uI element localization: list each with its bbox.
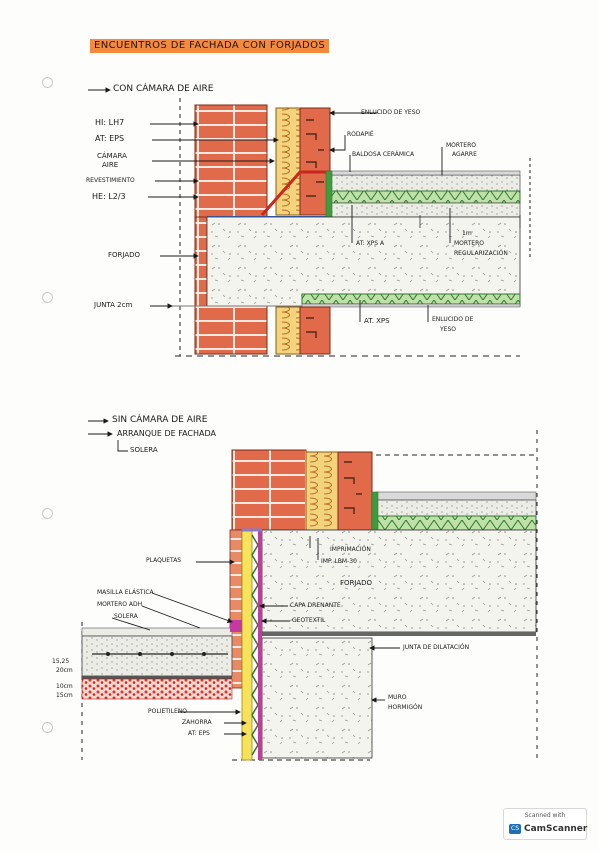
ground-slab bbox=[81, 635, 233, 677]
binder-hole-3 bbox=[42, 508, 53, 519]
ceramic-tile bbox=[329, 170, 521, 176]
label-dim-1: 15,25 bbox=[52, 658, 70, 665]
floor-slab bbox=[206, 216, 521, 307]
label-at-xps-bottom: AT. XPS bbox=[364, 317, 390, 325]
polyethylene-sheet bbox=[82, 676, 232, 679]
badge-app-name: CamScanner bbox=[524, 824, 588, 834]
label-enlucido-top: ENLUCIDO DE YESO bbox=[361, 109, 421, 116]
label-hi: HI: LH7 bbox=[95, 118, 125, 127]
label-plaquetas: PLAQUETAS bbox=[146, 557, 182, 564]
label-dim-3: 10cm bbox=[56, 683, 73, 690]
label-imprimacion: IMPRIMACIÓN bbox=[330, 546, 371, 553]
label-masilla: MASILLA ELÁSTICA bbox=[97, 589, 154, 596]
label-he: HE: L2/3 bbox=[92, 192, 126, 201]
label-at-eps: AT: EPS bbox=[95, 134, 125, 143]
badge-scanned-text: Scanned with bbox=[524, 812, 566, 819]
label-forjado-2: FORJADO bbox=[340, 579, 373, 587]
label-camara-2: AIRE bbox=[102, 161, 119, 169]
label-geotextil: GEOTEXTIL bbox=[292, 617, 326, 624]
section-2-heading: SIN CÁMARA DE AIRE bbox=[112, 415, 208, 425]
label-capa-drenante: CAPA DRENANTE bbox=[290, 602, 341, 609]
camscanner-logo-icon: CS bbox=[509, 824, 521, 834]
label-dim-4: 15cm bbox=[56, 692, 73, 699]
drainage-layer bbox=[251, 534, 259, 756]
label-muro-1: MURO bbox=[388, 694, 407, 701]
gravel-base bbox=[81, 678, 233, 700]
label-mortero-adh: MORTERO ADH bbox=[97, 601, 143, 608]
mortar-bed bbox=[329, 174, 521, 192]
eps-insulation-upper-2 bbox=[305, 451, 339, 531]
binder-hole-1 bbox=[42, 77, 53, 88]
concrete-wall bbox=[261, 637, 373, 759]
eps-insulation-lower bbox=[275, 306, 301, 355]
xps-ceiling-insulation bbox=[301, 293, 521, 305]
section-2-drawing bbox=[81, 430, 538, 761]
xps-floor-insulation bbox=[329, 190, 521, 204]
label-solera: SOLERA bbox=[114, 613, 138, 620]
section-2-sub2: SOLERA bbox=[130, 446, 158, 454]
label-forjado: FORJADO bbox=[108, 251, 141, 259]
slab-edge-brick bbox=[194, 216, 208, 307]
waterproof-flashing bbox=[260, 170, 330, 216]
label-rodapie: RODAPIÉ bbox=[347, 131, 374, 138]
leveling-mortar bbox=[329, 202, 521, 218]
section-2-sub1: ARRANQUE DE FACHADA bbox=[117, 429, 216, 438]
label-imp-lbm: IMP. LBM-30 bbox=[321, 558, 357, 565]
page-title: ENCUENTROS DE FACHADA CON FORJADOS bbox=[90, 39, 330, 53]
eps-vertical bbox=[241, 529, 253, 761]
label-polietileno: POLIETILENO bbox=[148, 708, 188, 715]
binder-hole-2 bbox=[42, 292, 53, 303]
label-camara-1: CÁMARA bbox=[97, 152, 127, 160]
label-muro-2: HORMIGÓN bbox=[388, 704, 423, 711]
label-mortero-reg-2: REGULARIZACIÓN bbox=[454, 250, 508, 257]
label-enlucido-bottom-2: YESO bbox=[440, 326, 456, 333]
adhesive-mortar bbox=[81, 627, 233, 637]
section-1-leaders bbox=[88, 87, 451, 322]
label-at-eps-2: AT: EPS bbox=[188, 730, 210, 737]
label-junta-dilatacion: JUNTA DE DILATACIÓN bbox=[403, 644, 470, 651]
label-revestimiento: REVESTIMIENTO bbox=[86, 177, 135, 184]
floor-slab-2 bbox=[261, 529, 537, 633]
section-1-heading: CON CÁMARA DE AIRE bbox=[113, 84, 214, 94]
label-zahorra: ZAHORRA bbox=[182, 719, 212, 726]
inner-brick-lower bbox=[299, 306, 331, 355]
elastic-sealant bbox=[230, 620, 242, 632]
outer-brick-upper-2 bbox=[231, 449, 307, 531]
inner-brick-upper-2 bbox=[337, 451, 373, 531]
label-dim-2: 20cm bbox=[56, 667, 73, 674]
eps-insulation-upper bbox=[275, 107, 301, 216]
bitumen-membrane bbox=[258, 530, 262, 760]
label-enlucido-bottom-1: ENLUCIDO DE bbox=[432, 316, 474, 323]
label-dim-1m: 1m bbox=[462, 230, 472, 237]
camscanner-badge: Scanned with CS CamScanner bbox=[503, 808, 587, 840]
label-mortero-reg-1: MORTERO bbox=[454, 240, 484, 247]
outer-brick-lower bbox=[194, 305, 268, 355]
label-mortero-agarre-1: MORTERO bbox=[446, 142, 476, 149]
section-2-leaders bbox=[88, 418, 400, 737]
section-1-drawing bbox=[170, 98, 531, 357]
label-junta: JUNTA 2cm bbox=[94, 301, 133, 309]
label-mortero-agarre-2: AGARRE bbox=[452, 151, 477, 158]
label-baldosa: BALDOSA CERÁMICA bbox=[352, 151, 415, 158]
binder-hole-4 bbox=[42, 722, 53, 733]
label-at-xpsa: AT: XPS A bbox=[356, 240, 385, 247]
